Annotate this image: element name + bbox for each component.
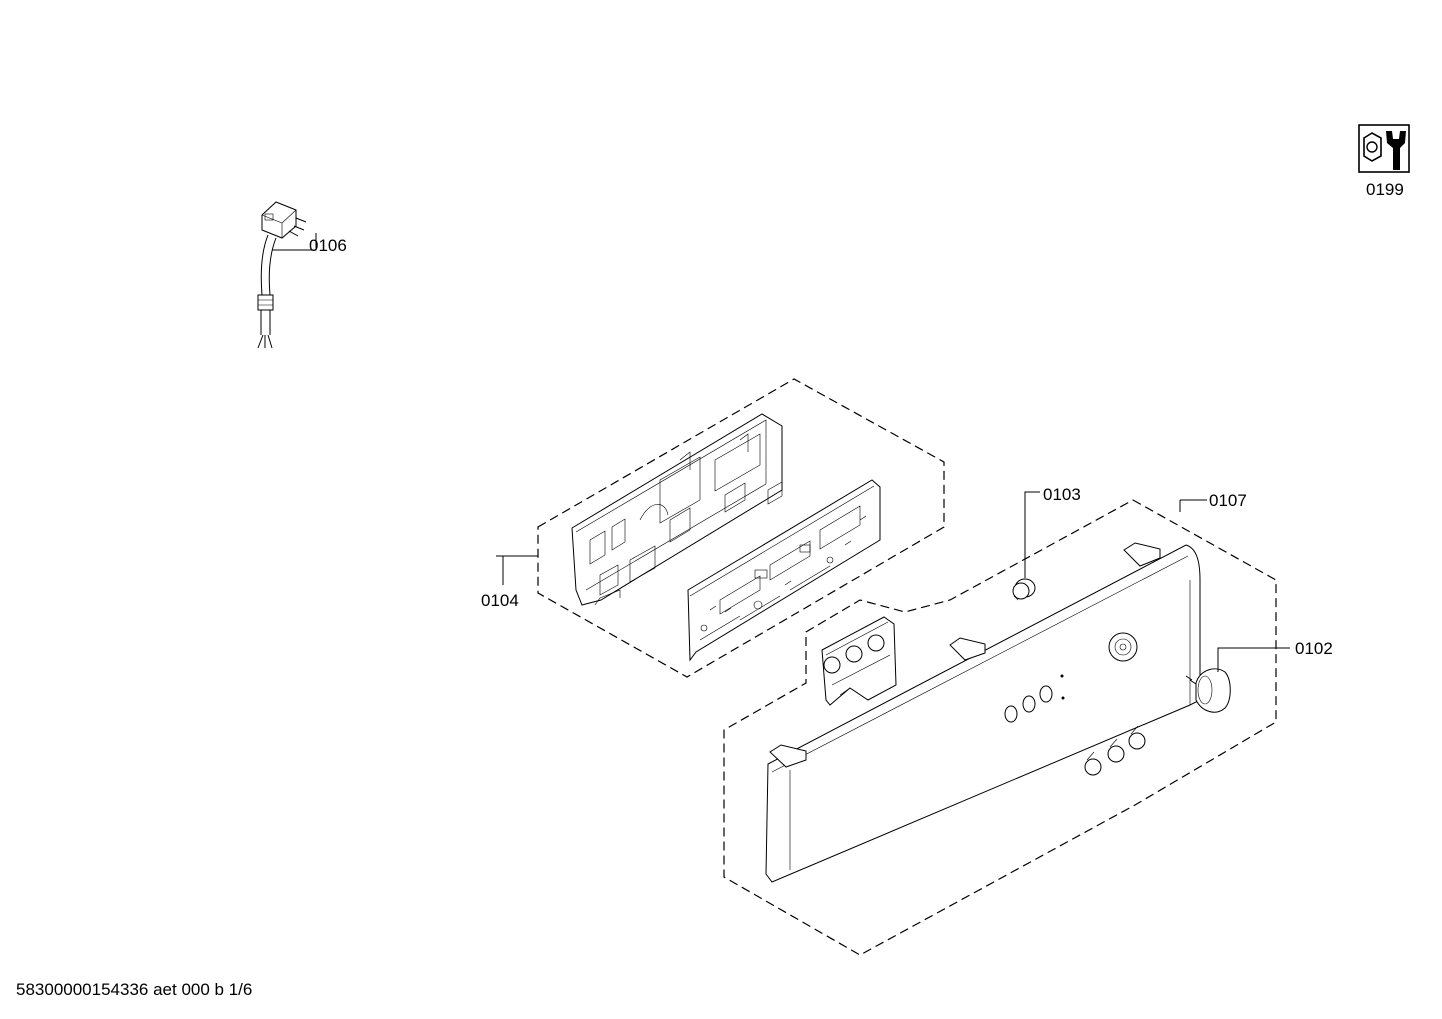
module-housing-drawing	[571, 413, 783, 606]
leader-line-0104	[496, 555, 538, 585]
part-label-0104: 0104	[481, 591, 519, 610]
selector-module-drawing	[821, 616, 897, 706]
leader-line-0103	[1024, 491, 1040, 578]
group-boundary-0104	[537, 378, 945, 678]
part-label-0107: 0107	[1209, 491, 1247, 510]
push-button-drawing	[1012, 578, 1036, 601]
fascia-panel-drawing	[765, 542, 1201, 883]
mains-cable-drawing	[257, 201, 307, 349]
part-label-0102: 0102	[1295, 639, 1333, 658]
part-label-0103: 0103	[1043, 485, 1081, 504]
circuit-board-drawing	[687, 479, 881, 662]
leader-line-0106	[272, 233, 317, 251]
part-label-0106: 0106	[309, 236, 347, 255]
part-label-0199: 0199	[1366, 180, 1404, 199]
wrench-nut-icon	[1358, 124, 1410, 173]
knob-drawing	[1185, 668, 1231, 713]
leader-line-0107	[1179, 499, 1207, 512]
document-footer: 58300000154336 aet 000 b 1/6	[16, 980, 253, 999]
leader-line-0102	[1217, 647, 1290, 672]
group-boundary-0107	[723, 499, 1277, 956]
